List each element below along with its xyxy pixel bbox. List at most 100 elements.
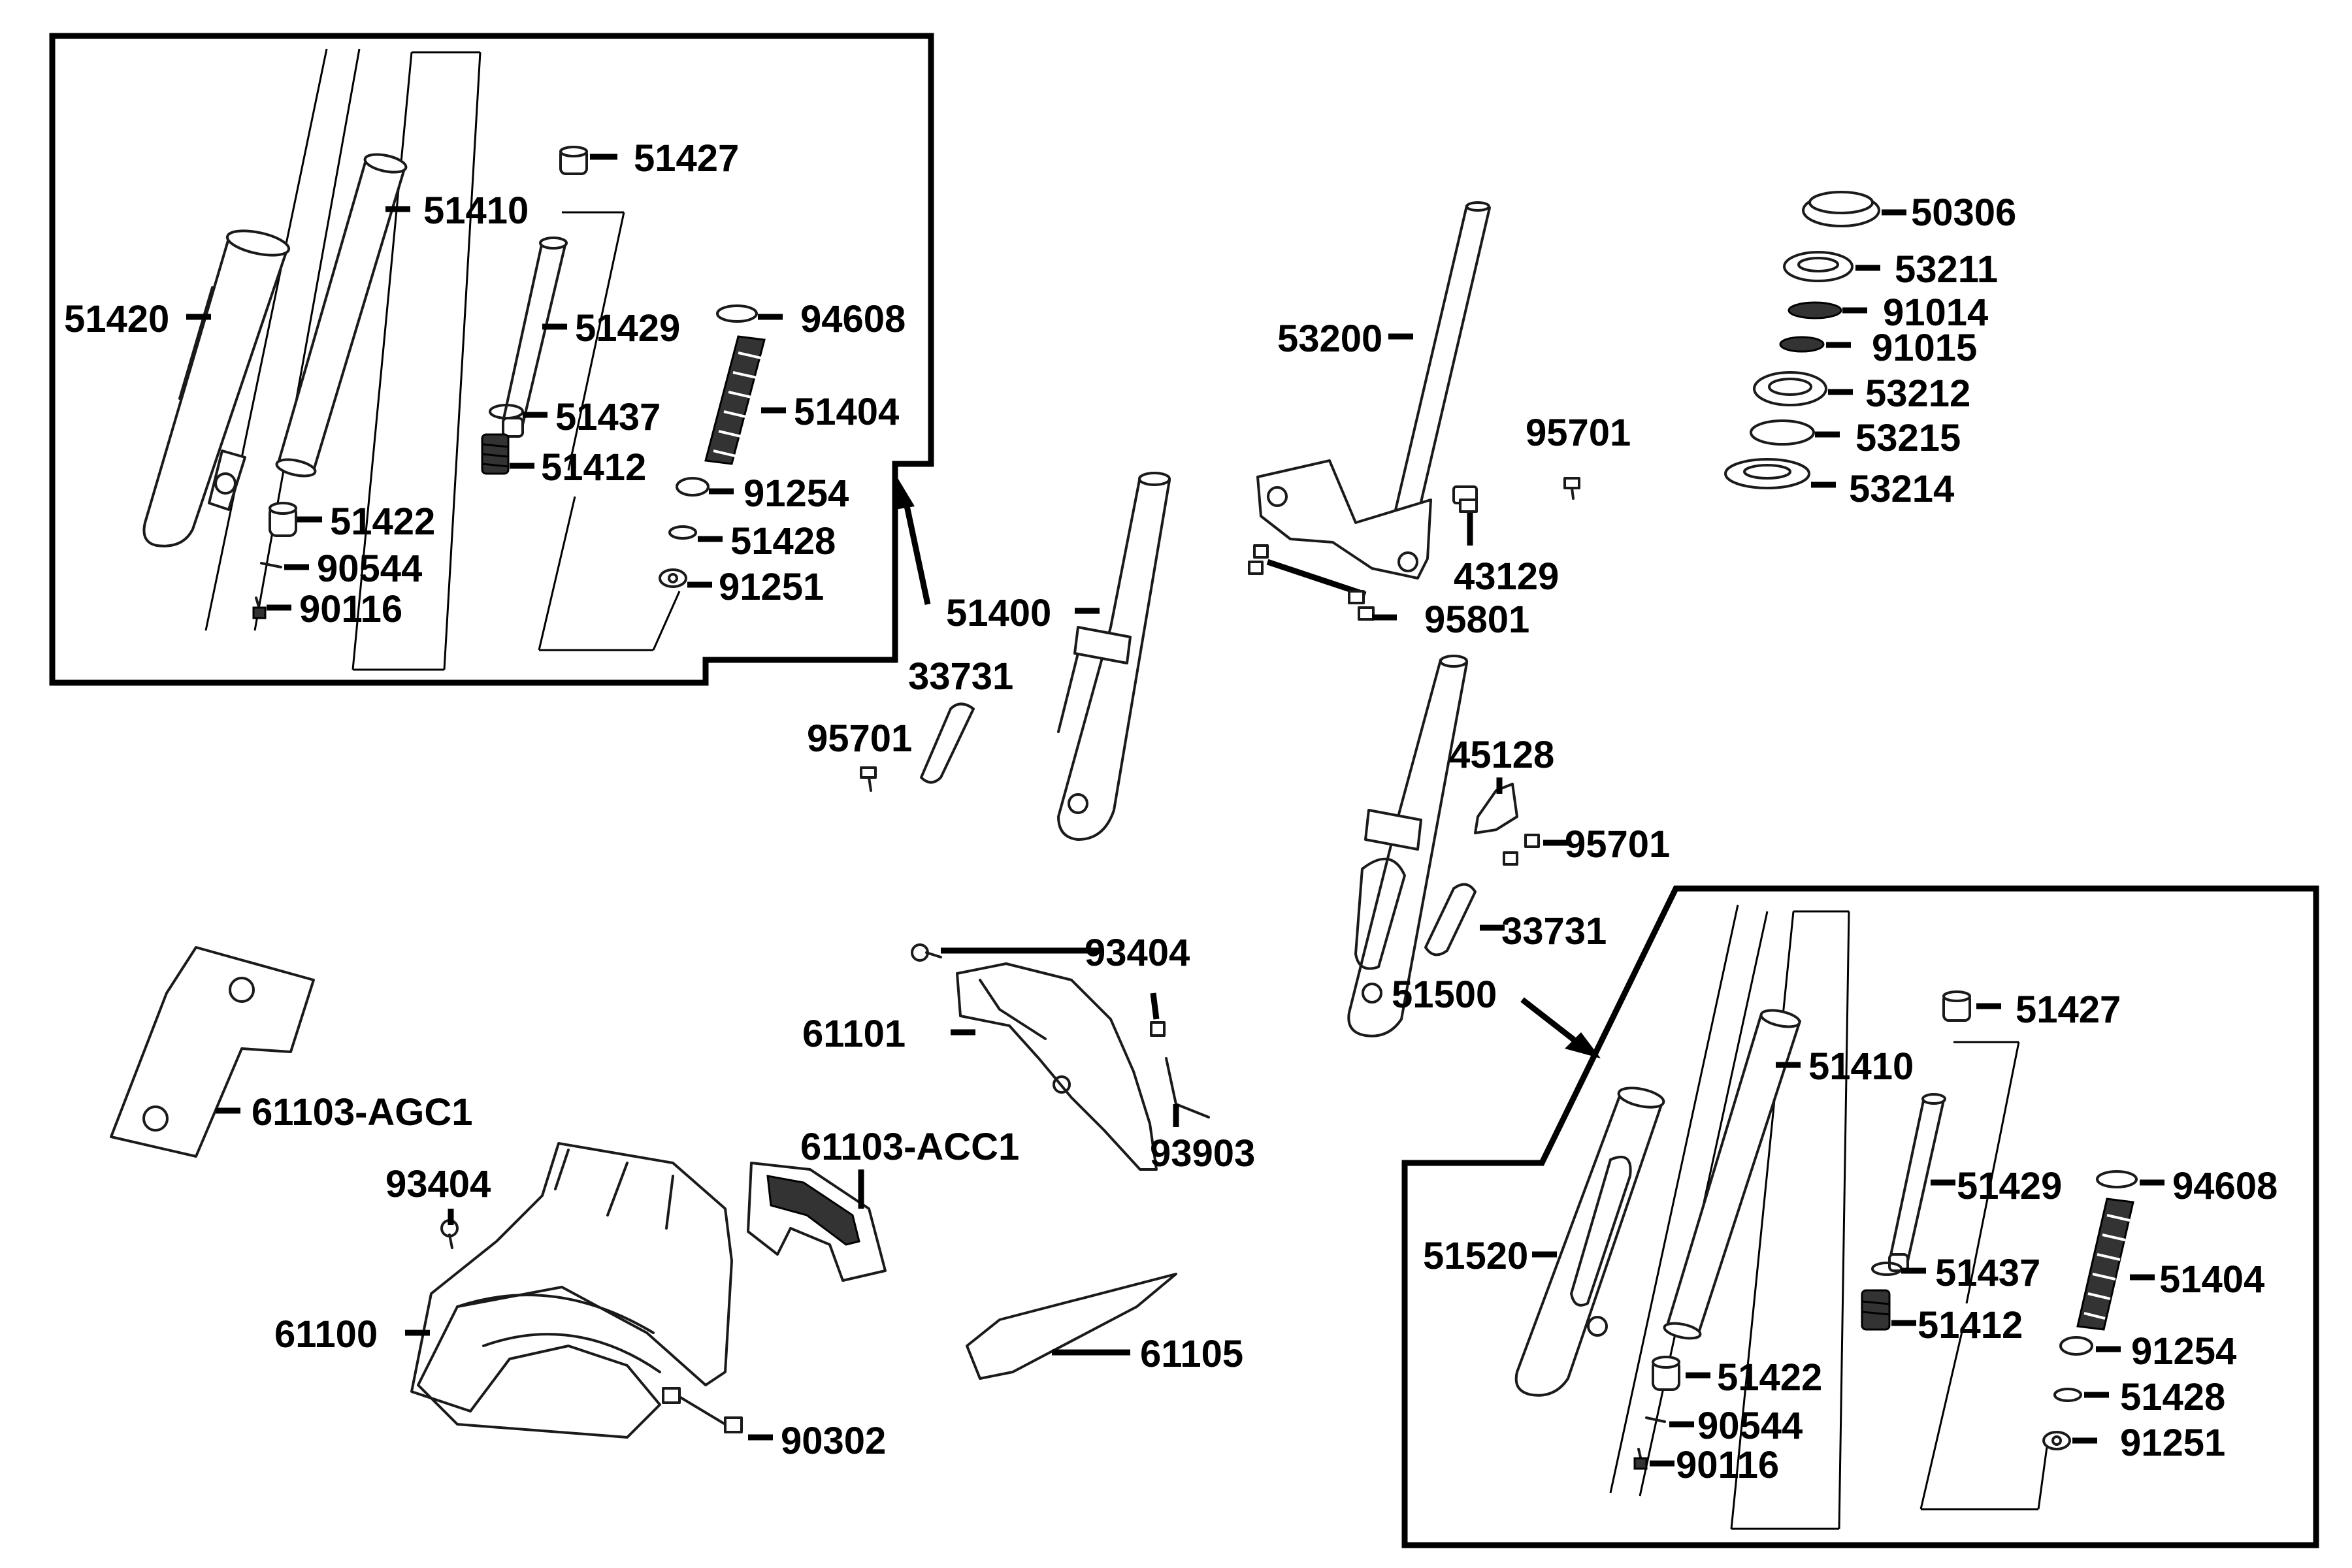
washer-91254a	[676, 477, 710, 497]
race-53215	[1750, 419, 1815, 446]
screw-93404a	[911, 943, 942, 962]
bushing-51422a	[269, 502, 297, 537]
bolt-90116b	[1633, 1448, 1648, 1470]
front-fender-61100	[410, 1142, 733, 1439]
bracket-43129	[1452, 485, 1478, 513]
label-53214: 53214	[1849, 468, 1954, 510]
screw-95701a	[860, 766, 877, 792]
seal-53214	[1724, 458, 1810, 489]
label-61100: 61100	[274, 1313, 378, 1356]
label-53200: 53200	[1277, 318, 1382, 360]
bracket-45128	[1474, 783, 1518, 834]
clip-93903	[1165, 1057, 1210, 1119]
label-93404b: 93404	[385, 1163, 491, 1205]
label-93903: 93903	[1150, 1132, 1255, 1175]
nuts-90302	[662, 1387, 743, 1433]
label-51412b: 51412	[1918, 1304, 2023, 1347]
label-93404a: 93404	[1085, 932, 1190, 974]
bolt-90116a	[252, 596, 267, 619]
clip-94608b	[2096, 1170, 2138, 1188]
label-50306: 50306	[1911, 191, 2016, 234]
label-91254a: 91254	[743, 472, 849, 515]
balls-91015	[1779, 336, 1825, 353]
label-51437b: 51437	[1935, 1252, 2040, 1294]
label-94608a: 94608	[800, 298, 906, 340]
label-61105: 61105	[1140, 1333, 1243, 1375]
label-51420: 51420	[64, 298, 169, 340]
label-51428b: 51428	[2120, 1376, 2225, 1418]
washer-51428a	[668, 525, 697, 540]
label-43129: 43129	[1454, 555, 1559, 598]
label-53215: 53215	[1855, 417, 1961, 459]
steering-stem-53200	[1256, 201, 1491, 580]
label-51427b: 51427	[2016, 988, 2121, 1031]
arrow-to-right-frame	[1565, 1032, 1601, 1058]
label-51427a: 51427	[634, 137, 739, 180]
fork-assembly-51500	[1347, 655, 1468, 1037]
fork-cap-51427b	[1942, 990, 1971, 1022]
main-spring-51404b	[2076, 1198, 2134, 1331]
label-95701c: 95701	[1565, 823, 1670, 866]
label-51410b: 51410	[1808, 1045, 1914, 1088]
label-91251a: 91251	[719, 566, 824, 608]
bearing-stack	[1724, 191, 1880, 489]
screw-95701c	[1503, 834, 1540, 866]
label-95701a: 95701	[807, 717, 912, 760]
label-51520: 51520	[1423, 1235, 1528, 1277]
label-90116b: 90116	[1676, 1444, 1779, 1486]
detail-frame-left-fork	[49, 33, 934, 686]
part-labels: 51427 51410 51420 51429 94608 51437 5140…	[64, 137, 2278, 1486]
label-90544b: 90544	[1697, 1405, 1803, 1447]
race-53212	[1753, 371, 1827, 406]
label-53212: 53212	[1865, 372, 1970, 415]
label-95701b: 95701	[1526, 412, 1631, 454]
label-90116a: 90116	[299, 588, 402, 630]
label-33731a: 33731	[908, 655, 1013, 698]
mudguard-trim-61105	[966, 1273, 1177, 1380]
fork-inner-tube-51410	[275, 153, 408, 478]
balls-91014	[1788, 301, 1842, 319]
reflector-33731a	[920, 702, 975, 784]
fork-outer-tube-51520	[1514, 1086, 1665, 1397]
label-51422a: 51422	[330, 500, 435, 543]
label-91014: 91014	[1883, 291, 1988, 334]
label-61103-acc1: 61103-ACC1	[800, 1126, 1019, 1168]
label-51404b: 51404	[2159, 1258, 2264, 1301]
washer-91254b	[2059, 1336, 2093, 1356]
label-90302: 90302	[781, 1420, 886, 1462]
label-51404a: 51404	[794, 391, 899, 433]
label-91015: 91015	[1872, 327, 1977, 369]
label-51437a: 51437	[555, 396, 661, 438]
label-51500: 51500	[1392, 973, 1497, 1016]
label-61101: 61101	[802, 1013, 906, 1055]
clip-94608a	[716, 304, 758, 323]
washer-91251a	[659, 568, 687, 588]
screw-93404-fender	[1150, 1021, 1166, 1037]
label-91254b: 91254	[2131, 1330, 2236, 1373]
label-51428a: 51428	[730, 520, 836, 563]
ring-51437a	[489, 404, 524, 419]
fork-cap-51427	[559, 146, 588, 175]
label-90544a: 90544	[317, 547, 422, 590]
label-51429a: 51429	[575, 307, 680, 350]
label-51400: 51400	[946, 592, 1051, 634]
cone-53211	[1783, 251, 1854, 282]
label-51410a: 51410	[423, 189, 529, 232]
label-51429b: 51429	[1957, 1165, 2062, 1207]
fork-assembly-51400	[1057, 472, 1171, 841]
label-51422b: 51422	[1717, 1356, 1822, 1399]
label-61103-agc1: 61103-AGC1	[252, 1091, 473, 1134]
bracket-lines-left	[204, 48, 681, 671]
label-51412a: 51412	[541, 446, 646, 489]
washer-91251b	[2042, 1431, 2071, 1450]
reflector-33731b	[1424, 883, 1477, 956]
detail-frame-right-fork	[1401, 885, 2319, 1548]
small-spring-51412a	[481, 433, 510, 475]
damper-rod-51429	[502, 237, 568, 438]
pin-90544b	[1645, 1416, 1666, 1423]
arrow-to-left-frame	[895, 474, 915, 510]
panel-61103-agc1	[110, 946, 315, 1158]
fork-inner-tube-51410b	[1663, 1009, 1801, 1340]
leader-lines	[186, 154, 2164, 1467]
